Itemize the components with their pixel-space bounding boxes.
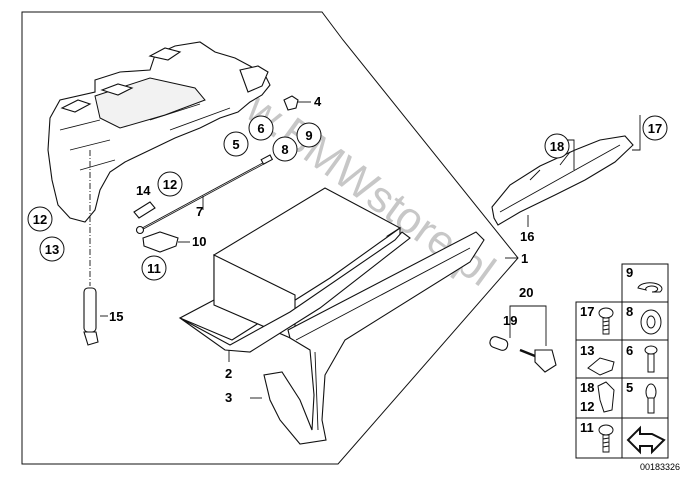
svg-text:5: 5	[626, 380, 633, 395]
svg-text:9: 9	[626, 265, 633, 280]
part-10-bracket	[142, 231, 179, 253]
callout-20: 20	[519, 285, 533, 300]
callout-17: 17	[642, 115, 668, 141]
svg-text:18: 18	[550, 139, 564, 154]
clip-nut-icon	[587, 357, 615, 376]
spring-clip-icon	[637, 282, 663, 293]
callout-1: 1	[521, 251, 528, 266]
legend-cell-17: 17	[580, 304, 614, 335]
legend-cell-5: 5	[626, 380, 657, 414]
callout-9: 9	[296, 122, 322, 148]
legend-cell-9: 9	[626, 265, 663, 293]
svg-text:17: 17	[580, 304, 594, 319]
part-19-lock-cylinder	[489, 320, 511, 351]
svg-text:6: 6	[257, 121, 264, 136]
legend-cell-18-12: 18 12	[580, 380, 615, 414]
callout-2: 2	[225, 366, 232, 381]
part-14-pin	[133, 201, 156, 219]
part-3-lid	[250, 231, 485, 445]
glove-box-carrier	[47, 41, 271, 223]
svg-text:13: 13	[580, 343, 594, 358]
callout-5: 5	[223, 131, 249, 157]
callout-6: 6	[248, 115, 274, 141]
svg-text:17: 17	[648, 121, 662, 136]
legend-cell-8: 8	[626, 304, 662, 335]
callout-7: 7	[196, 204, 203, 219]
clamp-icon	[597, 381, 615, 413]
pin-icon	[644, 345, 658, 355]
svg-text:11: 11	[580, 420, 594, 435]
callout-14: 14	[136, 183, 151, 198]
svg-text:6: 6	[626, 343, 633, 358]
legend-cell-13: 13	[580, 343, 615, 376]
document-id: 00183326	[640, 462, 680, 472]
svg-text:8: 8	[626, 304, 633, 319]
hardware-legend: 9 17 8 13 6 18 12 5	[575, 263, 669, 459]
legend-cell-arrow	[626, 425, 666, 455]
callout-16: 16	[520, 229, 534, 244]
screw-icon	[598, 424, 614, 436]
callout-8: 8	[272, 136, 298, 162]
svg-text:5: 5	[232, 137, 239, 152]
svg-text:18: 18	[580, 380, 594, 395]
callout-15: 15	[109, 309, 123, 324]
part-15-damper	[83, 150, 108, 346]
callout-3: 3	[225, 390, 232, 405]
callout-19: 19	[503, 313, 517, 328]
svg-text:11: 11	[147, 261, 161, 276]
part-16-trim	[491, 115, 641, 227]
part-20-key	[509, 305, 557, 373]
svg-text:13: 13	[45, 242, 59, 257]
svg-text:12: 12	[580, 399, 594, 414]
callout-12a: 12	[157, 171, 183, 197]
part-7-rod	[135, 154, 274, 235]
callout-11: 11	[141, 255, 167, 281]
svg-text:12: 12	[163, 177, 177, 192]
part-4-clip	[283, 95, 299, 111]
callout-18: 18	[544, 133, 570, 159]
legend-cell-11: 11	[580, 420, 614, 453]
legend-cell-6: 6	[626, 343, 658, 373]
screw-icon	[598, 307, 614, 319]
svg-text:12: 12	[33, 212, 47, 227]
callout-13: 13	[39, 236, 65, 262]
svg-text:8: 8	[281, 142, 288, 157]
svg-text:9: 9	[305, 128, 312, 143]
callout-12b: 12	[27, 206, 53, 232]
arrow-icon	[626, 425, 666, 455]
callout-10: 10	[192, 234, 206, 249]
callout-4: 4	[314, 94, 322, 109]
